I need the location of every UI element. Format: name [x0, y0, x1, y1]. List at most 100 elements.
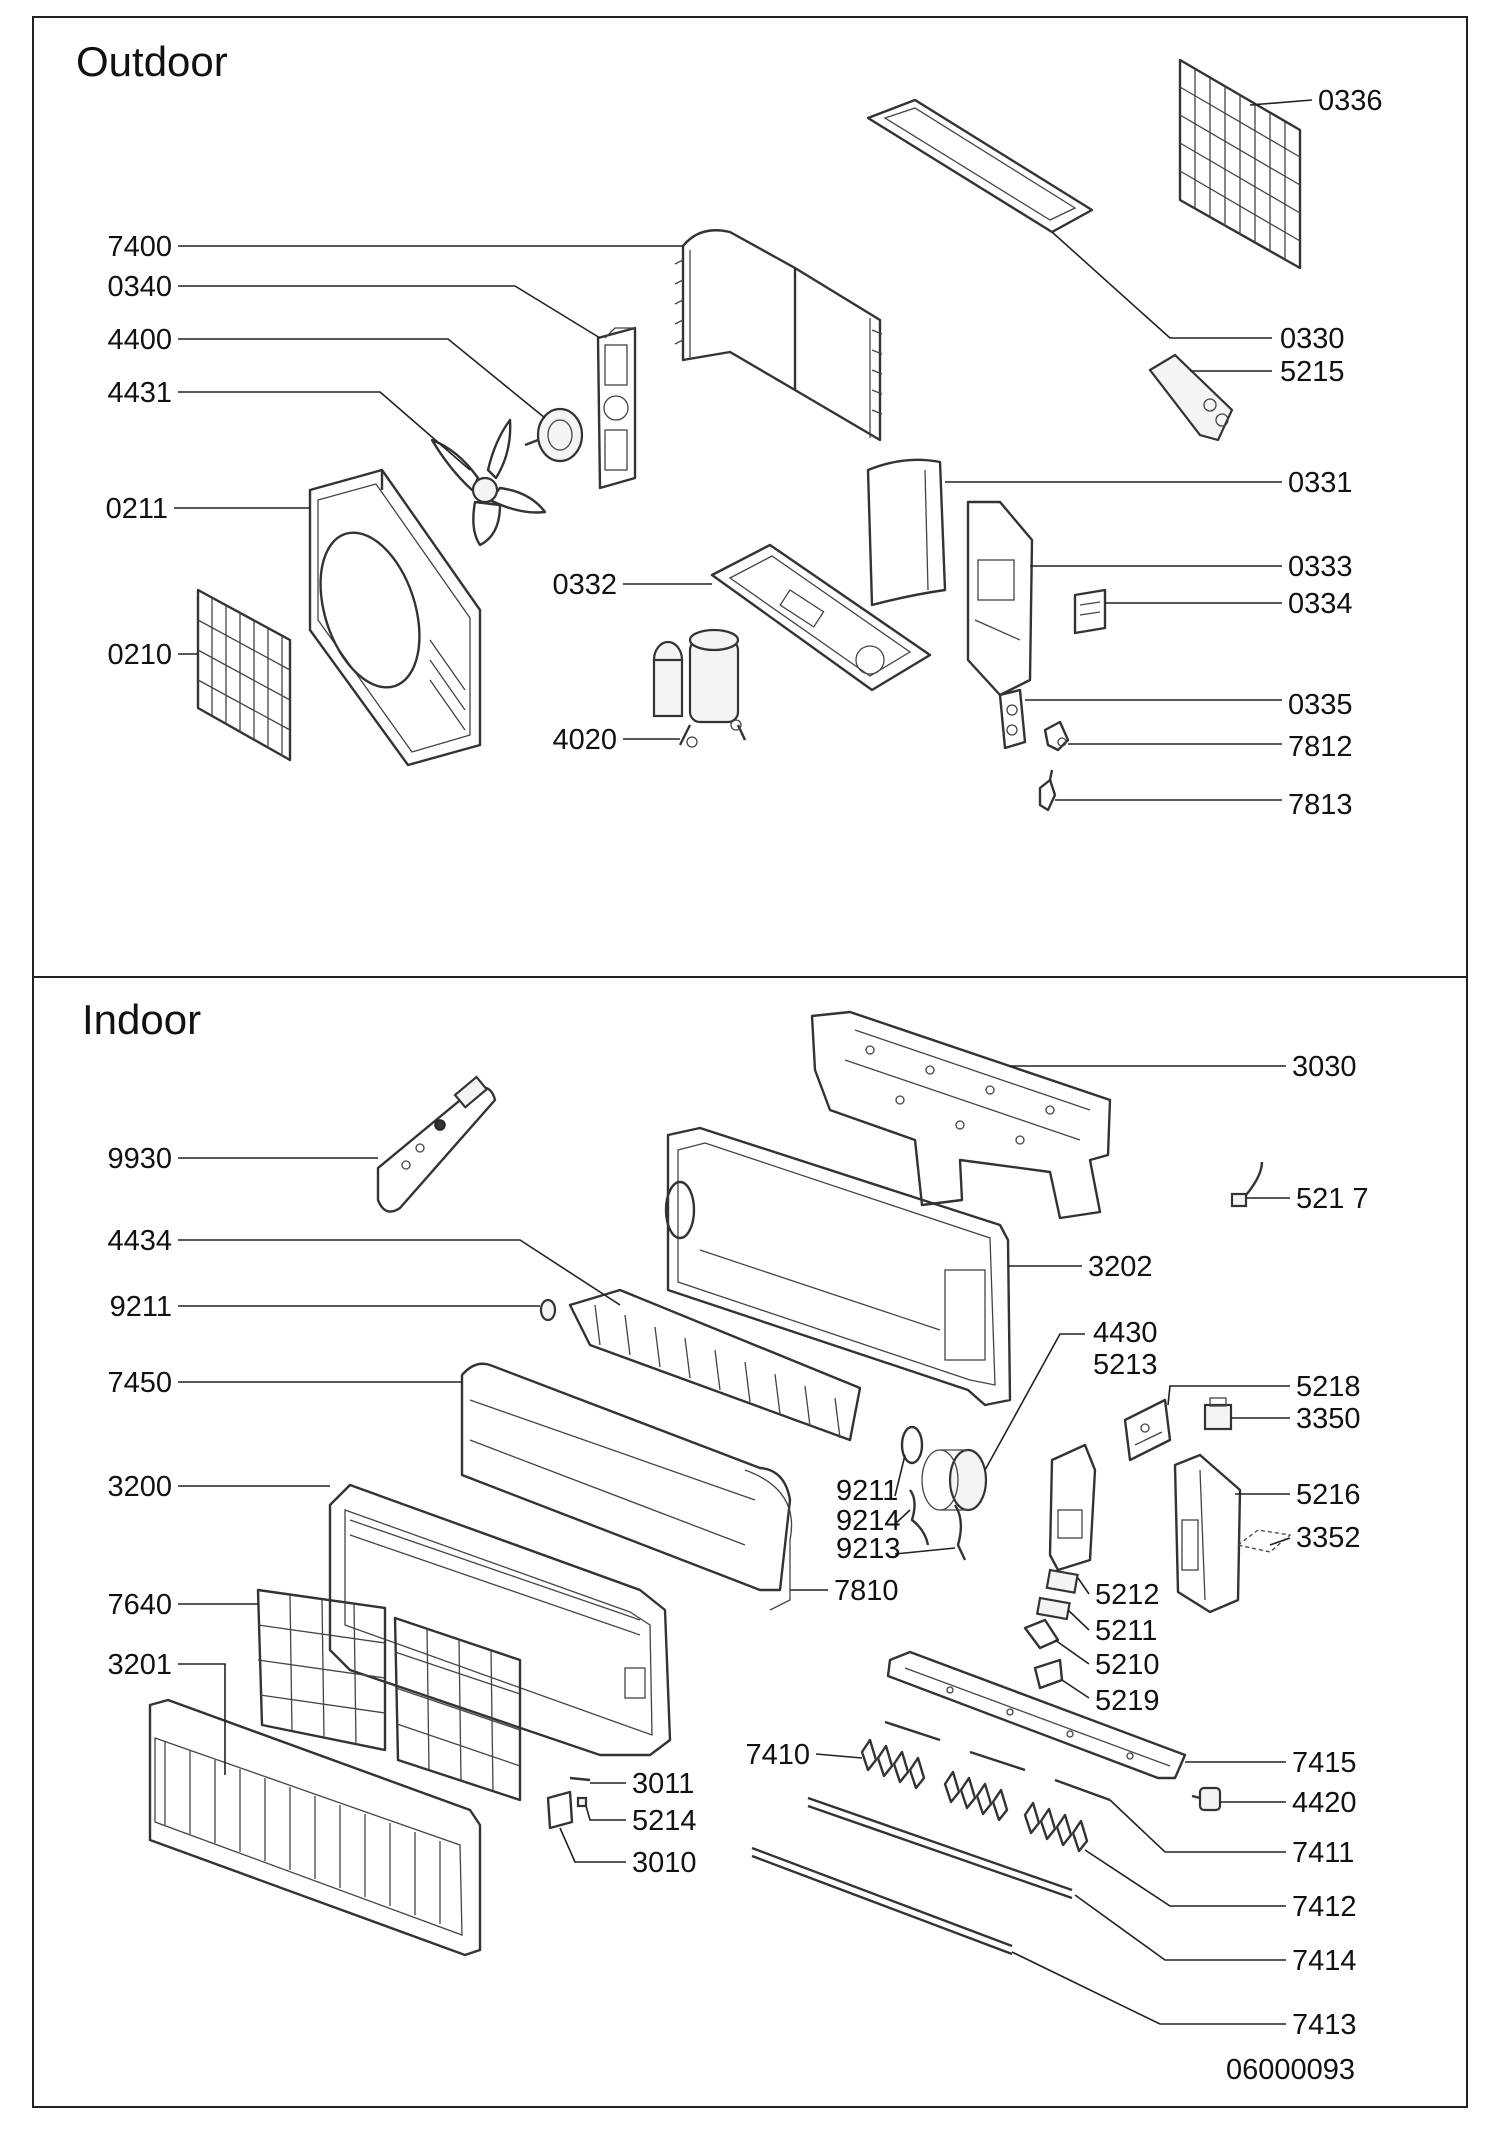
part-number-label: 3352	[1296, 1522, 1361, 1554]
part-number-label: 7813	[1288, 789, 1353, 821]
part-number-label: 5219	[1095, 1685, 1160, 1717]
fan-motor-4430	[921, 1448, 988, 1512]
part-number-label: 3010	[632, 1847, 697, 1879]
part-number-label: 3011	[632, 1768, 694, 1800]
sensor-5217	[1230, 1161, 1264, 1208]
part-number-label: 0210	[107, 639, 172, 671]
leader-line-0330	[1051, 231, 1272, 339]
leader-line-4400	[178, 338, 546, 419]
part-number-label: 5218	[1296, 1371, 1361, 1403]
part-number-label: 5212	[1095, 1579, 1160, 1611]
display-lens-3011	[569, 1776, 591, 1782]
part-number-label: 9213	[836, 1533, 901, 1565]
rod-7413	[751, 1846, 1013, 1956]
leader-line-9211b	[894, 1454, 906, 1497]
leader-line-3201	[178, 1663, 226, 1775]
part-number-label: 0330	[1280, 323, 1345, 355]
part-number-label: 7450	[107, 1367, 172, 1399]
leader-line-4434	[178, 1239, 621, 1306]
valve-7813	[1038, 769, 1057, 812]
part-number-label: 3202	[1088, 1251, 1153, 1283]
outdoor-panel	[32, 16, 1468, 978]
louvers-7412	[1023, 1801, 1089, 1853]
part-number-label: 7640	[107, 1589, 172, 1621]
rear-grille-0336	[1178, 58, 1302, 270]
motor-clamp-9213	[953, 1504, 967, 1561]
motor-bracket-0340	[596, 326, 637, 490]
front-panel-0211	[308, 468, 482, 767]
part-number-label: 0335	[1288, 689, 1353, 721]
side-panel-0331	[866, 458, 947, 607]
part-number-label: 5210	[1095, 1649, 1160, 1681]
terminal-block-5215	[1148, 353, 1234, 442]
front-grille-panel-3201	[148, 1698, 482, 1957]
mounting-plate-3030	[810, 1010, 1112, 1220]
bearing-9211-upper	[539, 1298, 557, 1322]
part-number-label: 4430	[1093, 1317, 1158, 1349]
fuse-5211	[1035, 1596, 1071, 1621]
part-number-label: 4020	[552, 724, 617, 756]
link-bar-7411	[884, 1720, 1111, 1802]
leader-line-7414	[1074, 1894, 1286, 1961]
front-frame-3200	[328, 1483, 672, 1757]
front-grille-0210	[196, 588, 292, 762]
part-number-label: 0340	[107, 271, 172, 303]
part-number-label: 3030	[1292, 1051, 1357, 1083]
part-number-label: 7412	[1292, 1891, 1357, 1923]
bracket-5219	[1033, 1658, 1064, 1690]
part-number-label: 7812	[1288, 731, 1353, 763]
leader-line-7411	[1109, 1799, 1286, 1853]
motor-mount-9211	[900, 1425, 924, 1465]
leader-line-5210	[1054, 1639, 1090, 1665]
top-panel-0330	[866, 98, 1094, 234]
partition-0333	[966, 500, 1034, 697]
part-number-label: 9214	[836, 1505, 901, 1537]
part-number-label: 0332	[552, 569, 617, 601]
remote-control-9930	[376, 1075, 497, 1213]
electric-box-5216	[1173, 1453, 1242, 1614]
valve-7812	[1043, 720, 1070, 752]
base-pan-0332	[710, 543, 932, 692]
cover-3352	[1236, 1529, 1292, 1553]
part-number-label: 9211	[836, 1475, 898, 1507]
control-board-0334	[1073, 588, 1107, 635]
part-number-label: 0336	[1318, 85, 1383, 117]
display-board-3010	[546, 1790, 574, 1830]
part-number-label: 4420	[1292, 1787, 1357, 1819]
valve-plate-0335	[998, 688, 1027, 750]
fan-blade-4431	[430, 418, 547, 547]
part-number-label: 4400	[107, 324, 172, 356]
part-number-label: 5216	[1296, 1479, 1361, 1511]
part-number-label: 5214	[632, 1805, 697, 1837]
leader-line-5219	[1061, 1679, 1090, 1699]
fan-motor-4400	[524, 407, 584, 463]
part-number-label: 521 7	[1296, 1183, 1369, 1215]
receiver-5214	[576, 1796, 588, 1808]
part-number-label: 0211	[106, 493, 168, 525]
part-number-label: 9211	[110, 1291, 172, 1323]
leader-line-3010	[559, 1827, 626, 1863]
part-number-label: 9930	[107, 1143, 172, 1175]
compressor-4020	[652, 628, 747, 748]
part-number-label: 7413	[1292, 2009, 1357, 2041]
leader-line-7413	[1011, 1951, 1286, 2025]
part-number-label: 3350	[1296, 1403, 1361, 1435]
part-number-label: 7810	[834, 1575, 899, 1607]
leader-line-5211	[1067, 1609, 1090, 1631]
chassis-3202	[664, 1126, 1012, 1407]
leader-line-5212	[1077, 1577, 1090, 1595]
step-motor-4420	[1191, 1786, 1222, 1812]
part-number-label: 7411	[1292, 1837, 1354, 1869]
transformer-3350	[1203, 1397, 1233, 1431]
part-number-label: 7410	[745, 1739, 810, 1771]
motor-clamp-9214	[909, 1489, 930, 1546]
evaporator-7450	[460, 1362, 793, 1611]
rod-7414	[807, 1796, 1073, 1900]
part-number-label: 5213	[1093, 1349, 1158, 1381]
air-filters-7640	[256, 1588, 522, 1802]
leader-line-0336	[1249, 99, 1313, 106]
part-number-label: 0331	[1288, 467, 1353, 499]
part-number-label: 7415	[1292, 1747, 1357, 1779]
part-number-label: 7414	[1292, 1945, 1357, 1977]
crossflow-fan-4434	[568, 1288, 862, 1442]
